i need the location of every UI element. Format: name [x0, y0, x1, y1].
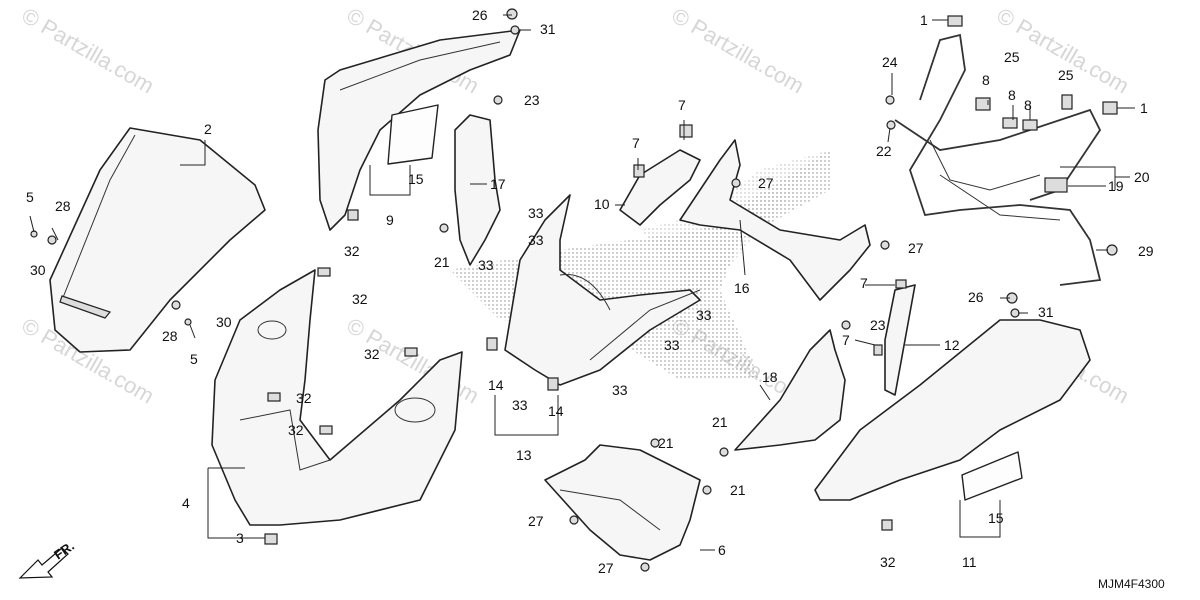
callout-7[interactable]: 7: [632, 135, 640, 151]
callout-11[interactable]: 11: [962, 554, 977, 570]
callout-21[interactable]: 21: [434, 254, 450, 270]
bracket-part-17[interactable]: [454, 114, 501, 266]
callout-27[interactable]: 27: [908, 240, 924, 256]
side-cowl-part[interactable]: [814, 319, 1091, 501]
callout-33[interactable]: 33: [664, 337, 680, 353]
front-direction-arrow: FR.: [18, 538, 77, 579]
callout-14[interactable]: 14: [548, 403, 564, 419]
callout-2[interactable]: 2: [204, 121, 212, 137]
callout-7[interactable]: 7: [842, 332, 850, 348]
callout-12[interactable]: 12: [944, 337, 960, 353]
callout-21[interactable]: 21: [658, 435, 674, 451]
callout-32[interactable]: 32: [344, 243, 360, 259]
diagram-code: MJM4F4300: [1098, 577, 1165, 591]
callout-4[interactable]: 4: [182, 495, 190, 511]
callout-7[interactable]: 7: [678, 97, 686, 113]
callout-8[interactable]: 8: [982, 72, 990, 88]
callout-27[interactable]: 27: [598, 560, 614, 576]
bracket-part-18[interactable]: [734, 329, 846, 451]
callout-15[interactable]: 15: [988, 510, 1004, 526]
callout-10[interactable]: 10: [594, 196, 610, 212]
callout-33[interactable]: 33: [528, 232, 544, 248]
callout-9[interactable]: 9: [386, 212, 394, 228]
inner-cover-part[interactable]: [504, 194, 701, 386]
callout-21[interactable]: 21: [712, 414, 728, 430]
cover-part-10[interactable]: [619, 149, 701, 226]
callout-28[interactable]: 28: [162, 328, 178, 344]
callout-17[interactable]: 17: [490, 176, 506, 192]
callout-25[interactable]: 25: [1058, 67, 1074, 83]
center-cover-part[interactable]: [679, 139, 871, 301]
callout-23[interactable]: 23: [870, 317, 886, 333]
hardware-group: [30, 8, 1118, 572]
callout-23[interactable]: 23: [524, 92, 540, 108]
callout-24[interactable]: 24: [882, 54, 898, 70]
callout-33[interactable]: 33: [696, 307, 712, 323]
windscreen-part[interactable]: [49, 127, 266, 353]
callout-27[interactable]: 27: [528, 513, 544, 529]
callout-27[interactable]: 27: [758, 175, 774, 191]
callout-14[interactable]: 14: [488, 377, 504, 393]
callout-6[interactable]: 6: [718, 542, 726, 558]
callout-5[interactable]: 5: [190, 351, 198, 367]
callout-3[interactable]: 3: [236, 530, 244, 546]
callout-15[interactable]: 15: [408, 171, 424, 187]
callout-13[interactable]: 13: [516, 447, 532, 463]
callout-1[interactable]: 1: [920, 12, 928, 28]
callout-22[interactable]: 22: [876, 143, 892, 159]
callout-32[interactable]: 32: [880, 554, 896, 570]
lower-cover-part[interactable]: [544, 444, 701, 561]
callout-30[interactable]: 30: [216, 314, 232, 330]
callout-1[interactable]: 1: [1140, 100, 1148, 116]
callout-18[interactable]: 18: [762, 369, 778, 385]
callout-33[interactable]: 33: [478, 257, 494, 273]
callout-31[interactable]: 31: [1038, 304, 1054, 320]
callout-8[interactable]: 8: [1008, 87, 1016, 103]
callout-labels: 1 1 2 3 4 5 5 6 7 7 7 7 8 8 8 9 10 11 12…: [26, 7, 1154, 576]
callout-30[interactable]: 30: [30, 262, 46, 278]
callout-32[interactable]: 32: [296, 390, 312, 406]
side-trim-part-12[interactable]: [884, 284, 916, 396]
callout-26[interactable]: 26: [968, 289, 984, 305]
callout-31[interactable]: 31: [540, 21, 556, 37]
callout-21[interactable]: 21: [730, 482, 746, 498]
callout-16[interactable]: 16: [734, 280, 750, 296]
callout-7[interactable]: 7: [860, 275, 868, 291]
leader-lines: [29, 14, 1135, 551]
upper-cowl-part[interactable]: [211, 269, 463, 526]
watermark-text: © Partzilla.com: [18, 3, 159, 99]
callout-25[interactable]: 25: [1004, 49, 1020, 65]
callout-32[interactable]: 32: [364, 346, 380, 362]
callout-28[interactable]: 28: [55, 198, 71, 214]
callout-19[interactable]: 19: [1108, 178, 1124, 194]
inner-panel-left-part[interactable]: [317, 29, 521, 231]
callout-33[interactable]: 33: [612, 382, 628, 398]
callout-32[interactable]: 32: [288, 422, 304, 438]
callout-33[interactable]: 33: [512, 397, 528, 413]
callout-8[interactable]: 8: [1024, 97, 1032, 113]
watermark-text: © Partzilla.com: [668, 3, 809, 99]
callout-33[interactable]: 33: [528, 205, 544, 221]
callout-29[interactable]: 29: [1138, 243, 1154, 259]
callout-32[interactable]: 32: [352, 291, 368, 307]
callout-20[interactable]: 20: [1134, 169, 1150, 185]
callout-5[interactable]: 5: [26, 189, 34, 205]
callout-26[interactable]: 26: [472, 7, 488, 23]
